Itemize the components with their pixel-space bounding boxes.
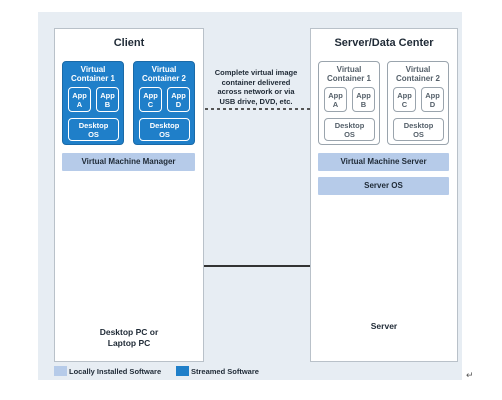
app-d-box: App D [421, 87, 444, 112]
server-caption: Server [370, 321, 398, 331]
client-title: Client [113, 37, 145, 49]
desktop-os-box: Desktop OS [139, 118, 190, 141]
app-b-box: App B [96, 87, 119, 112]
legend-label: Locally Installed Software [69, 366, 162, 376]
client-panel: Client Virtual Container 1 App A App B D… [54, 28, 204, 362]
server-title: Server/Data Center [334, 37, 434, 49]
desktop-pc-caption: Desktop PC or Laptop PC [99, 327, 159, 348]
legend-label: Streamed Software [191, 366, 259, 376]
desktop-os-box: Desktop OS [68, 118, 119, 141]
diagram-canvas: Client Virtual Container 1 App A App B D… [38, 12, 462, 380]
legend-locally-installed: Locally Installed Software [54, 364, 161, 378]
container-label: Virtual Container 2 [141, 65, 186, 83]
client-virtual-container-1: Virtual Container 1 App A App B Desktop … [62, 61, 124, 145]
container-label: Virtual Container 1 [326, 65, 371, 83]
app-c-box: App C [139, 87, 162, 112]
server-virtual-container-2: Virtual Container 2 App C App D Desktop … [387, 61, 449, 145]
return-mark: ↵ [466, 370, 474, 380]
locally-installed-swatch [54, 366, 67, 376]
streamed-swatch [176, 366, 189, 376]
server-virtual-container-1: Virtual Container 1 App A App B Desktop … [318, 61, 380, 145]
server-panel: Server/Data Center Virtual Container 1 A… [310, 28, 458, 362]
app-d-box: App D [167, 87, 190, 112]
app-a-box: App A [68, 87, 91, 112]
legend-streamed: Streamed Software [176, 364, 259, 378]
server-os-bar: Server OS [318, 177, 449, 195]
client-virtual-container-2: Virtual Container 2 App C App D Desktop … [133, 61, 195, 145]
app-a-box: App A [324, 87, 347, 112]
transfer-description: Complete virtual image container deliver… [214, 68, 298, 106]
container-label: Virtual Container 1 [70, 65, 115, 83]
virtual-machine-manager-bar: Virtual Machine Manager [62, 153, 195, 171]
container-label: Virtual Container 2 [395, 65, 440, 83]
desktop-os-box: Desktop OS [324, 118, 375, 141]
app-b-box: App B [352, 87, 375, 112]
app-c-box: App C [393, 87, 416, 112]
virtual-machine-server-bar: Virtual Machine Server [318, 153, 449, 171]
desktop-os-box: Desktop OS [393, 118, 444, 141]
